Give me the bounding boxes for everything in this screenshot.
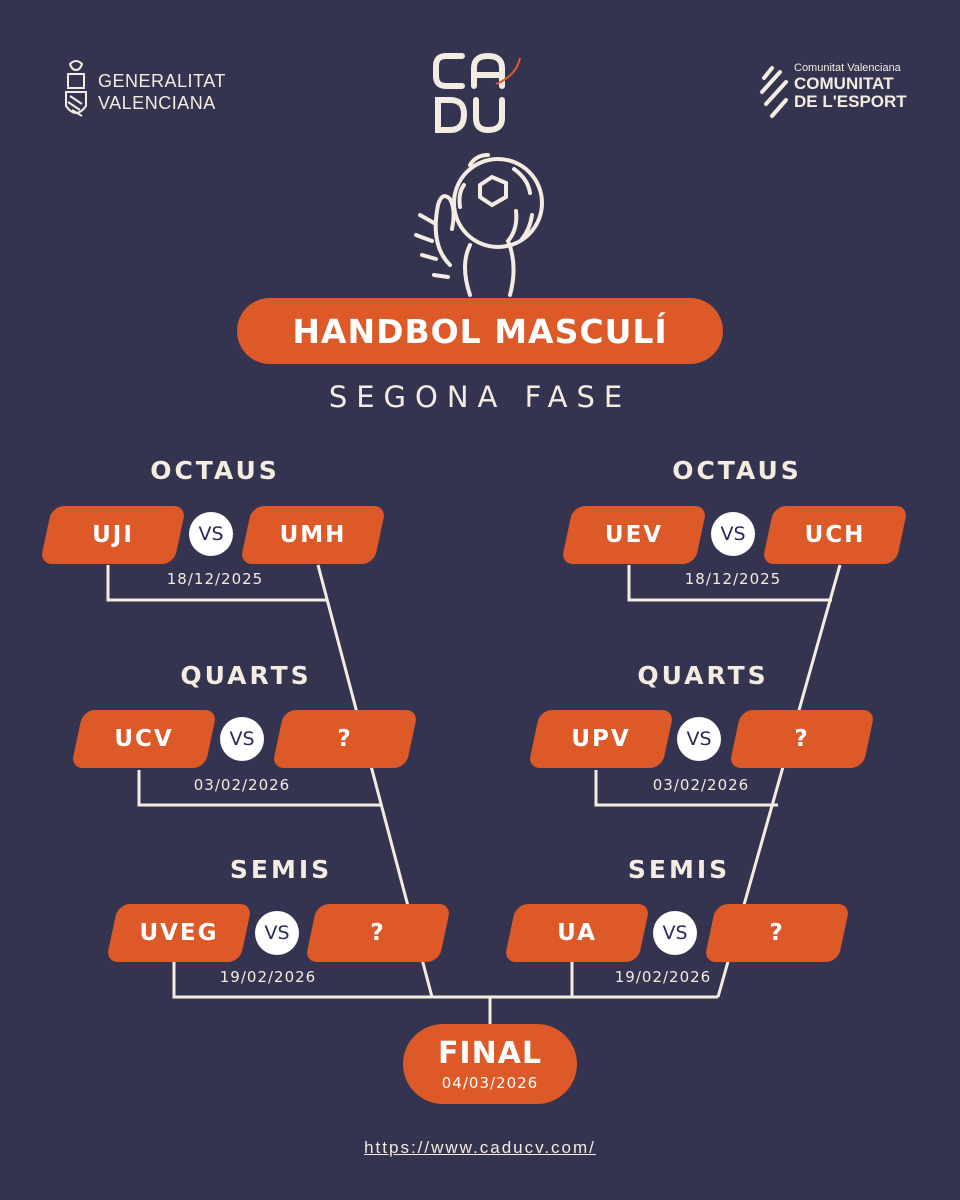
match-date-right-quarts: 03/02/2026 <box>652 776 750 794</box>
vs-badge: VS <box>220 717 264 761</box>
coat-of-arms-icon <box>65 60 87 117</box>
page-title: HANDBOL MASCULÍ <box>237 298 723 364</box>
generalitat-line-2: VALENCIANA <box>98 93 216 113</box>
final-label: FINAL <box>437 1036 543 1071</box>
stripes-icon <box>760 66 788 118</box>
team-name: ? <box>794 726 810 752</box>
comunitat-line-2: DE L'ESPORT <box>794 92 907 111</box>
team-name: UCV <box>114 726 174 752</box>
team-right-octaus-home: UEV <box>560 506 708 564</box>
round-label-right-octaus: OCTAUS <box>672 456 802 485</box>
team-left-octaus-away: UMH <box>239 506 387 564</box>
final-date: 04/03/2026 <box>441 1074 539 1092</box>
match-date-left-quarts: 03/02/2026 <box>193 776 291 794</box>
match-date-left-octaus: 18/12/2025 <box>166 570 264 588</box>
generalitat-line-1: GENERALITAT <box>98 71 226 91</box>
vs-badge: VS <box>677 717 721 761</box>
round-label-right-semis: SEMIS <box>627 855 731 884</box>
final-pill <box>403 1024 577 1104</box>
match-date-right-semis: 19/02/2026 <box>614 968 712 986</box>
team-right-semis-away: ? <box>703 904 851 962</box>
cadu-logo <box>433 52 521 134</box>
team-right-octaus-away: UCH <box>761 506 909 564</box>
team-name: UCH <box>804 522 866 548</box>
vs-badge: VS <box>711 512 755 556</box>
team-left-quarts-home: UCV <box>70 710 218 768</box>
match-date-left-semis: 19/02/2026 <box>219 968 317 986</box>
team-left-quarts-away: ? <box>271 710 419 768</box>
team-name: UPV <box>571 726 631 752</box>
round-label-left-quarts: QUARTS <box>180 661 312 690</box>
vs-badge: VS <box>255 911 299 955</box>
team-name: UEV <box>604 522 664 548</box>
comunitat-small-text: Comunitat Valenciana <box>794 62 901 74</box>
team-name: ? <box>337 726 353 752</box>
team-left-octaus-home: UJI <box>39 506 187 564</box>
comunitat-line-1: COMUNITAT <box>794 74 894 93</box>
team-name: ? <box>370 920 386 946</box>
team-name: ? <box>769 920 785 946</box>
team-right-quarts-home: UPV <box>527 710 675 768</box>
team-name: UJI <box>92 522 134 548</box>
website-link[interactable]: https://www.caducv.com/ <box>364 1138 596 1157</box>
team-right-quarts-away: ? <box>728 710 876 768</box>
round-label-left-octaus: OCTAUS <box>150 456 280 485</box>
match-date-right-octaus: 18/12/2025 <box>684 570 782 588</box>
team-name: UVEG <box>139 920 219 946</box>
vs-badge: VS <box>189 512 233 556</box>
team-name: UA <box>557 920 597 946</box>
team-left-semis-home: UVEG <box>105 904 253 962</box>
vs-badge: VS <box>653 911 697 955</box>
comunitat-esport-logo: Comunitat Valenciana COMUNITAT DE L'ESPO… <box>758 62 938 122</box>
team-right-semis-home: UA <box>503 904 651 962</box>
round-label-right-quarts: QUARTS <box>637 661 769 690</box>
round-label-left-semis: SEMIS <box>229 855 333 884</box>
handball-hand-icon <box>414 153 544 297</box>
team-left-semis-away: ? <box>304 904 452 962</box>
page-subtitle: SEGONA FASE <box>328 380 632 414</box>
team-name: UMH <box>279 522 347 548</box>
generalitat-logo: GENERALITAT VALENCIANA <box>60 58 250 128</box>
